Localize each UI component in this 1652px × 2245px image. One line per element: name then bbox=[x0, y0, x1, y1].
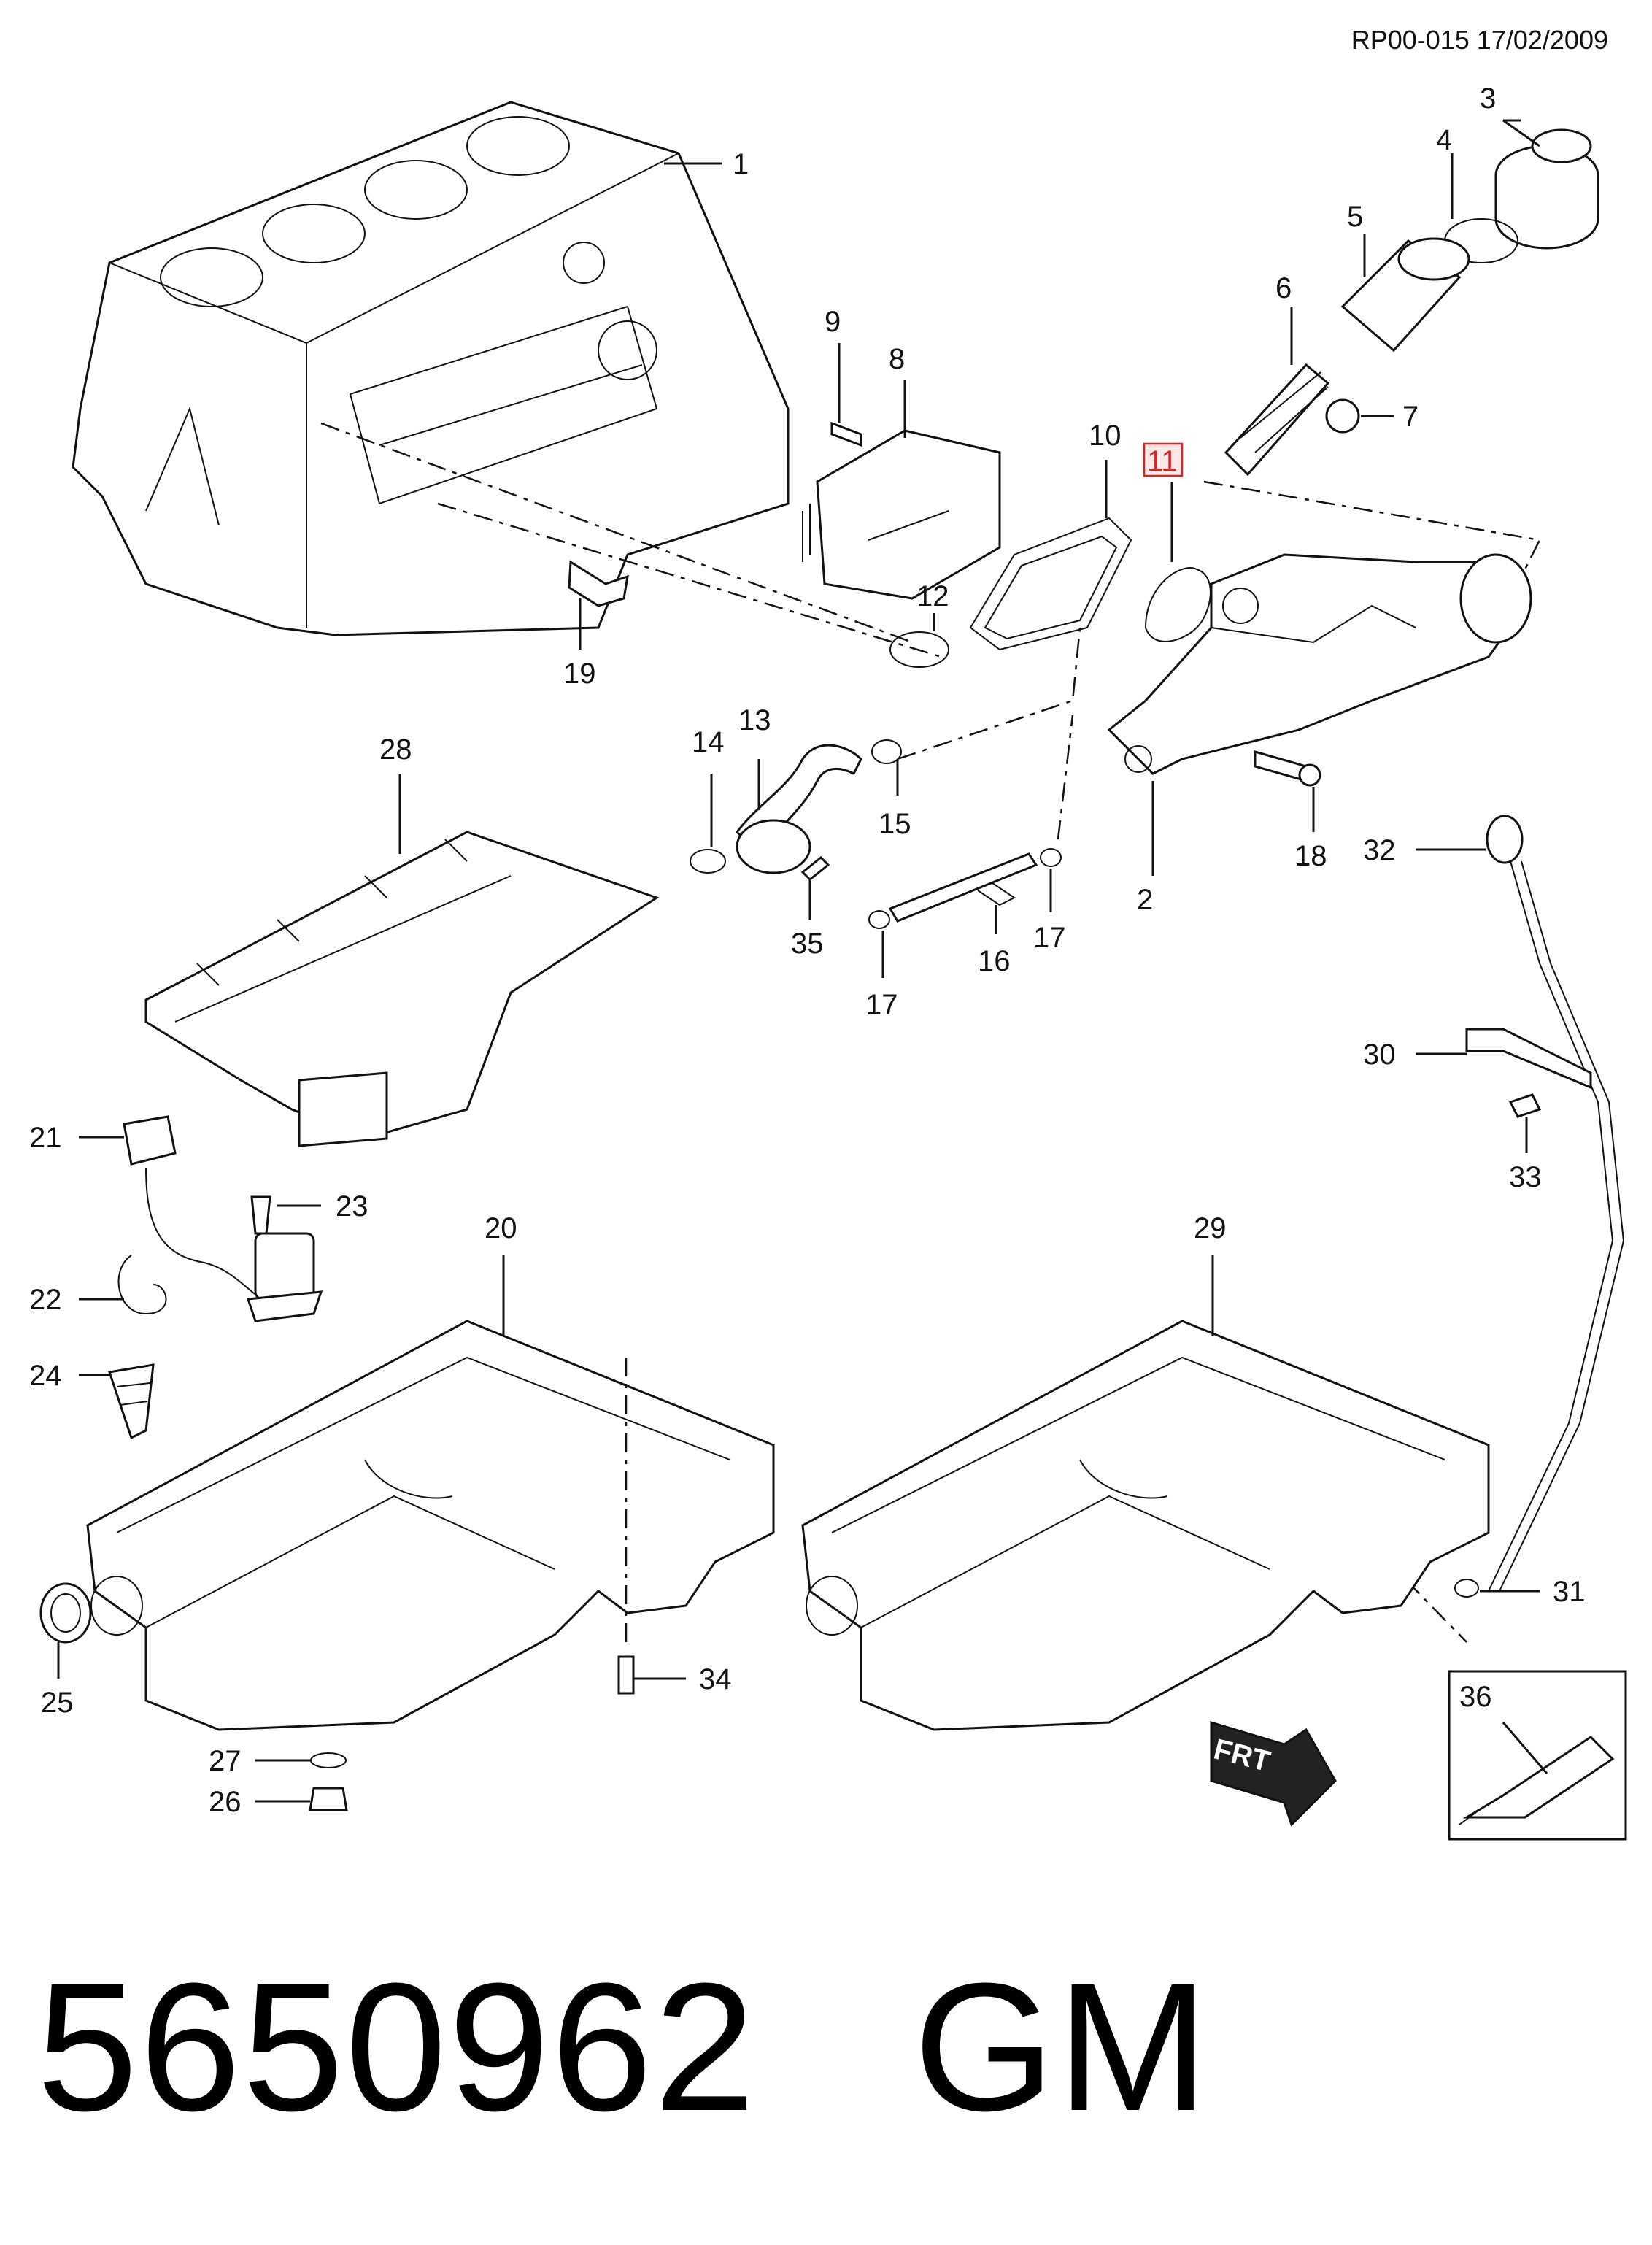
callout-25: 25 bbox=[41, 1687, 74, 1719]
callout-12: 12 bbox=[916, 580, 949, 612]
callout-3: 3 bbox=[1480, 82, 1496, 115]
oil-cooler bbox=[802, 429, 1001, 600]
pan-seal bbox=[39, 1582, 92, 1644]
callout-26: 26 bbox=[209, 1786, 242, 1818]
dipstick-o-ring bbox=[1454, 1579, 1479, 1598]
crankcase-baffle bbox=[144, 831, 660, 1147]
callout-27: 27 bbox=[209, 1745, 242, 1777]
front-direction-arrow: FRT bbox=[1210, 1720, 1337, 1827]
sensor-bolt bbox=[250, 1195, 271, 1235]
callout-11: 11 bbox=[1147, 445, 1178, 477]
harness-clip bbox=[117, 1255, 167, 1315]
sealant-inset-box bbox=[1448, 1670, 1627, 1841]
oil-filter-cap bbox=[1494, 128, 1599, 250]
engine-block bbox=[72, 101, 790, 636]
callout-23: 23 bbox=[336, 1190, 368, 1222]
pipe-seal-17a bbox=[868, 910, 890, 929]
drain-valve bbox=[1325, 398, 1360, 434]
pipe-bolt-35 bbox=[800, 855, 830, 882]
callout-9: 9 bbox=[825, 306, 841, 338]
filter-valve-core bbox=[1224, 363, 1330, 477]
callout-15: 15 bbox=[879, 808, 911, 840]
callout-36: 36 bbox=[1459, 1681, 1492, 1713]
housing-bolt bbox=[1254, 750, 1321, 787]
callout-22: 22 bbox=[29, 1284, 62, 1316]
oil-return-pipe bbox=[736, 744, 862, 874]
callout-14: 14 bbox=[692, 726, 725, 758]
callout-21: 21 bbox=[29, 1122, 62, 1154]
callout-34: 34 bbox=[699, 1663, 732, 1695]
brand-name: GM bbox=[913, 1945, 1211, 2149]
callout-13: 13 bbox=[738, 704, 771, 736]
callout-16: 16 bbox=[978, 945, 1011, 977]
part-number-footer: 5650962 GM bbox=[36, 1956, 1210, 2138]
oil-pipe-16 bbox=[888, 852, 1038, 923]
oil-pan-29 bbox=[801, 1320, 1490, 1731]
callout-24: 24 bbox=[29, 1360, 62, 1392]
cooler-bolt bbox=[830, 421, 862, 447]
callout-7: 7 bbox=[1402, 401, 1419, 433]
oil-pressure-sensor bbox=[568, 560, 629, 607]
oil-filter-housing bbox=[1107, 553, 1532, 775]
oil-level-sensor bbox=[246, 1232, 323, 1322]
pipe-o-ring bbox=[690, 849, 726, 874]
pipe-seal-15 bbox=[871, 739, 902, 764]
oil-level-sensor-connector bbox=[123, 1115, 177, 1166]
callout-17a: 17 bbox=[865, 989, 898, 1021]
drain-plug bbox=[309, 1787, 348, 1811]
oil-filter-element bbox=[1340, 237, 1470, 353]
dipstick bbox=[1486, 815, 1625, 1592]
callout-19: 19 bbox=[563, 658, 596, 690]
callout-30: 30 bbox=[1363, 1039, 1396, 1071]
callout-10: 10 bbox=[1089, 420, 1122, 452]
callout-4: 4 bbox=[1436, 124, 1452, 156]
callout-31: 31 bbox=[1553, 1576, 1586, 1608]
callout-1: 1 bbox=[733, 148, 749, 180]
callout-2: 2 bbox=[1137, 884, 1153, 916]
oil-strainer bbox=[108, 1363, 155, 1440]
callout-20: 20 bbox=[485, 1212, 517, 1244]
callout-32: 32 bbox=[1363, 834, 1396, 866]
bracket-bolt bbox=[1508, 1093, 1542, 1118]
callout-8: 8 bbox=[889, 343, 905, 375]
housing-gasket bbox=[1144, 567, 1211, 642]
callout-6: 6 bbox=[1275, 272, 1292, 304]
pan-bolt-34 bbox=[617, 1655, 635, 1695]
drain-washer bbox=[310, 1752, 347, 1768]
part-number: 5650962 bbox=[36, 1945, 757, 2149]
callout-29: 29 bbox=[1194, 1212, 1227, 1244]
oil-pan-20 bbox=[86, 1320, 775, 1731]
dipstick-bracket bbox=[1465, 1028, 1592, 1090]
cooler-gasket bbox=[969, 517, 1132, 651]
callout-35: 35 bbox=[791, 928, 824, 960]
highlight-box-11 bbox=[1143, 442, 1184, 477]
callout-17b: 17 bbox=[1033, 922, 1066, 954]
callout-18: 18 bbox=[1294, 840, 1327, 872]
diagram-reference: RP00-015 17/02/2009 bbox=[1351, 25, 1608, 55]
callout-33: 33 bbox=[1509, 1161, 1542, 1193]
callout-5: 5 bbox=[1347, 201, 1363, 233]
cooler-seal-ring bbox=[889, 631, 949, 668]
callout-28: 28 bbox=[379, 733, 412, 766]
pipe-seal-17b bbox=[1040, 848, 1062, 867]
